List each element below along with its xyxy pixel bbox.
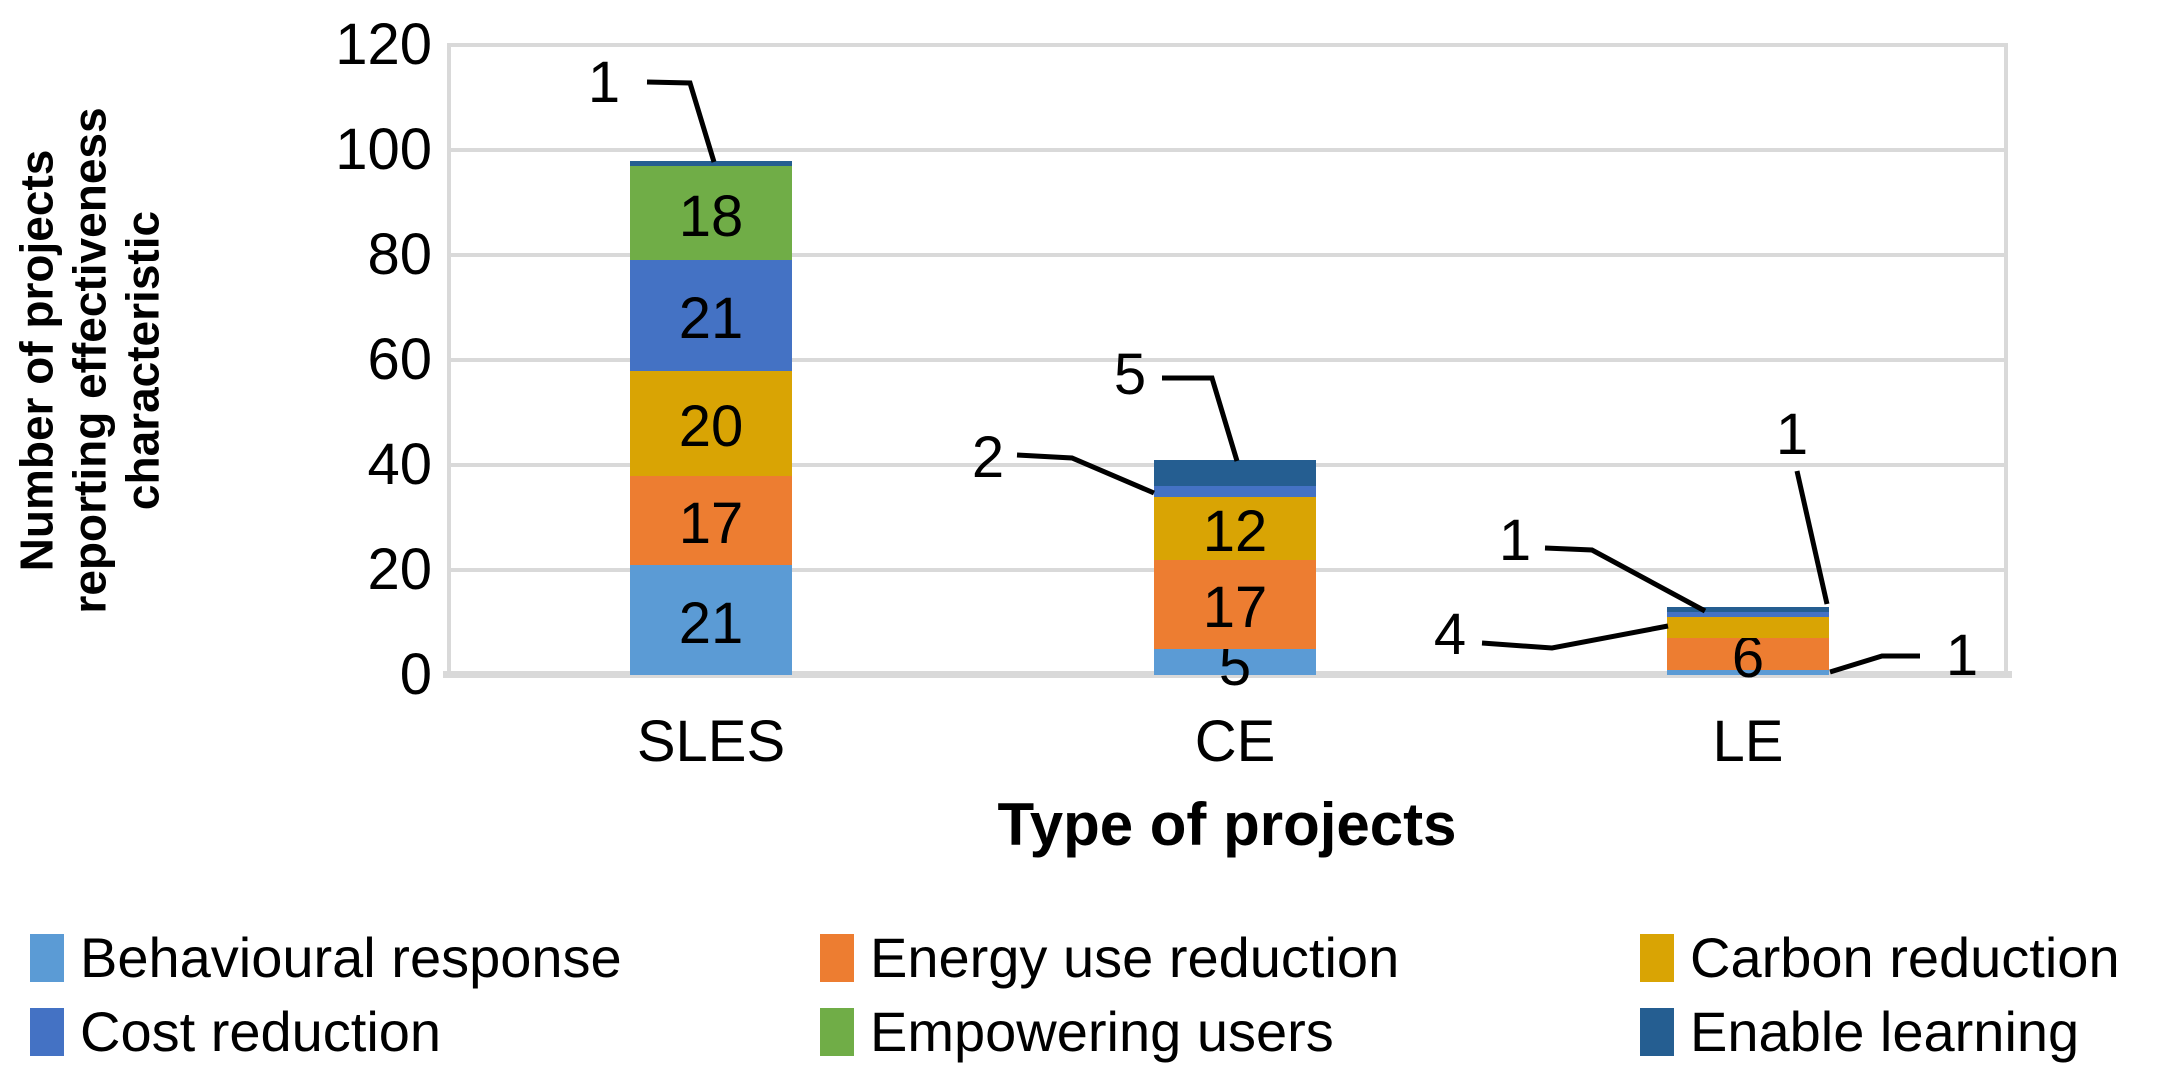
bar-segment-SLES-cost-reduction xyxy=(630,260,792,371)
legend-swatch-icon xyxy=(1640,934,1674,982)
data-label-SLES-cost-reduction: 21 xyxy=(678,286,744,352)
leader-line-LE-cost-reduction xyxy=(1544,545,1707,614)
data-label-CE-carbon-reduction: 12 xyxy=(1202,499,1268,564)
legend-label: Enable learning xyxy=(1690,1000,2080,1063)
legend-item-enable-learning: Enable learning xyxy=(1640,1002,2079,1062)
legend-label: Carbon reduction xyxy=(1690,926,2120,989)
bar-segment-SLES-carbon-reduction xyxy=(630,370,792,476)
legend-swatch-icon xyxy=(30,934,64,982)
legend-item-behavioural-response: Behavioural response xyxy=(30,928,622,988)
gridline-y-80 xyxy=(447,253,2008,257)
legend-label: Empowering users xyxy=(870,1000,1334,1063)
bar-segment-SLES-behavioural-response xyxy=(630,564,792,675)
bar-segment-LE-energy-use-reduction xyxy=(1667,638,1829,670)
callout-label-LE-enable-learning: 1 xyxy=(1775,402,1809,467)
callout-label-LE-carbon-reduction: 4 xyxy=(1433,602,1467,667)
data-label-SLES-carbon-reduction: 20 xyxy=(678,394,744,459)
bar-segment-CE-enable-learning xyxy=(1154,459,1316,486)
bar-segment-CE-carbon-reduction xyxy=(1154,496,1316,560)
callout-label-LE-behavioural-response: 1 xyxy=(1945,623,1979,688)
bar-segment-CE-energy-use-reduction xyxy=(1154,559,1316,649)
legend-label: Cost reduction xyxy=(80,1000,442,1063)
leader-line-LE-behavioural-response xyxy=(1829,653,1920,675)
gridline-y-60 xyxy=(447,358,2008,362)
x-category-label-le: LE xyxy=(1712,709,1784,774)
legend-item-carbon-reduction: Carbon reduction xyxy=(1640,928,2120,988)
gridline-y-120 xyxy=(447,43,2008,47)
y-tick-label-60: 60 xyxy=(367,327,432,392)
callout-label-CE-enable-learning: 5 xyxy=(1113,342,1147,407)
x-category-label-sles: SLES xyxy=(636,709,786,774)
callout-label-LE-cost-reduction: 1 xyxy=(1498,508,1532,573)
leader-line-LE-carbon-reduction xyxy=(1481,623,1669,651)
bar-segment-LE-carbon-reduction xyxy=(1667,617,1829,639)
gridline-y-100 xyxy=(447,148,2008,152)
legend-swatch-icon xyxy=(820,934,854,982)
x-category-label-ce: CE xyxy=(1194,709,1276,774)
leader-line-CE-enable-learning xyxy=(1162,375,1240,462)
leader-lines xyxy=(646,79,1920,675)
leader-line-CE-cost-reduction xyxy=(1016,452,1155,496)
bar-segment-SLES-empowering-users xyxy=(630,165,792,261)
plot-border-left xyxy=(447,45,451,675)
legend-swatch-icon xyxy=(30,1008,64,1056)
legend-swatch-icon xyxy=(1640,1008,1674,1056)
y-title-line-2: reporting effectiveness xyxy=(63,106,116,614)
y-tick-label-100: 100 xyxy=(335,117,432,182)
y-title-line-1: Number of projects xyxy=(10,149,63,571)
callout-label-CE-cost-reduction: 2 xyxy=(971,425,1005,490)
data-label-SLES-energy-use-reduction: 17 xyxy=(678,491,744,557)
y-tick-label-20: 20 xyxy=(367,537,432,602)
data-label-SLES-empowering-users: 18 xyxy=(678,184,744,249)
y-tick-label-80: 80 xyxy=(367,222,432,287)
bar-segment-SLES-enable-learning xyxy=(630,160,792,166)
y-axis-title-text: Number of projects reporting effectivene… xyxy=(11,107,170,613)
legend-item-empowering-users: Empowering users xyxy=(820,1002,1334,1062)
legend-label: Behavioural response xyxy=(80,926,622,989)
leader-line-SLES-enable-learning xyxy=(646,79,717,163)
data-label-CE-energy-use-reduction: 17 xyxy=(1202,575,1268,641)
data-label-SLES-behavioural-response: 21 xyxy=(678,590,744,656)
leader-line-LE-enable-learning xyxy=(1794,470,1830,605)
y-tick-label-40: 40 xyxy=(367,432,432,497)
legend-label: Energy use reduction xyxy=(870,926,1400,989)
callout-label-SLES-enable-learning: 1 xyxy=(587,50,621,115)
y-tick-label-120: 120 xyxy=(335,12,432,77)
x-axis-title: Type of projects xyxy=(997,791,1457,858)
bar-segment-CE-behavioural-response xyxy=(1154,648,1316,675)
legend-swatch-icon xyxy=(820,1008,854,1056)
y-tick-label-0: 0 xyxy=(399,642,432,707)
legend-item-cost-reduction: Cost reduction xyxy=(30,1002,441,1062)
bar-segment-LE-cost-reduction xyxy=(1667,612,1829,618)
bar-segment-SLES-energy-use-reduction xyxy=(630,475,792,565)
bar-segment-CE-cost-reduction xyxy=(1154,486,1316,497)
plot-border-right xyxy=(2004,45,2008,675)
legend-item-energy-use-reduction: Energy use reduction xyxy=(820,928,1399,988)
bar-segment-LE-enable-learning xyxy=(1667,606,1829,612)
bar-segment-LE-behavioural-response xyxy=(1667,669,1829,675)
